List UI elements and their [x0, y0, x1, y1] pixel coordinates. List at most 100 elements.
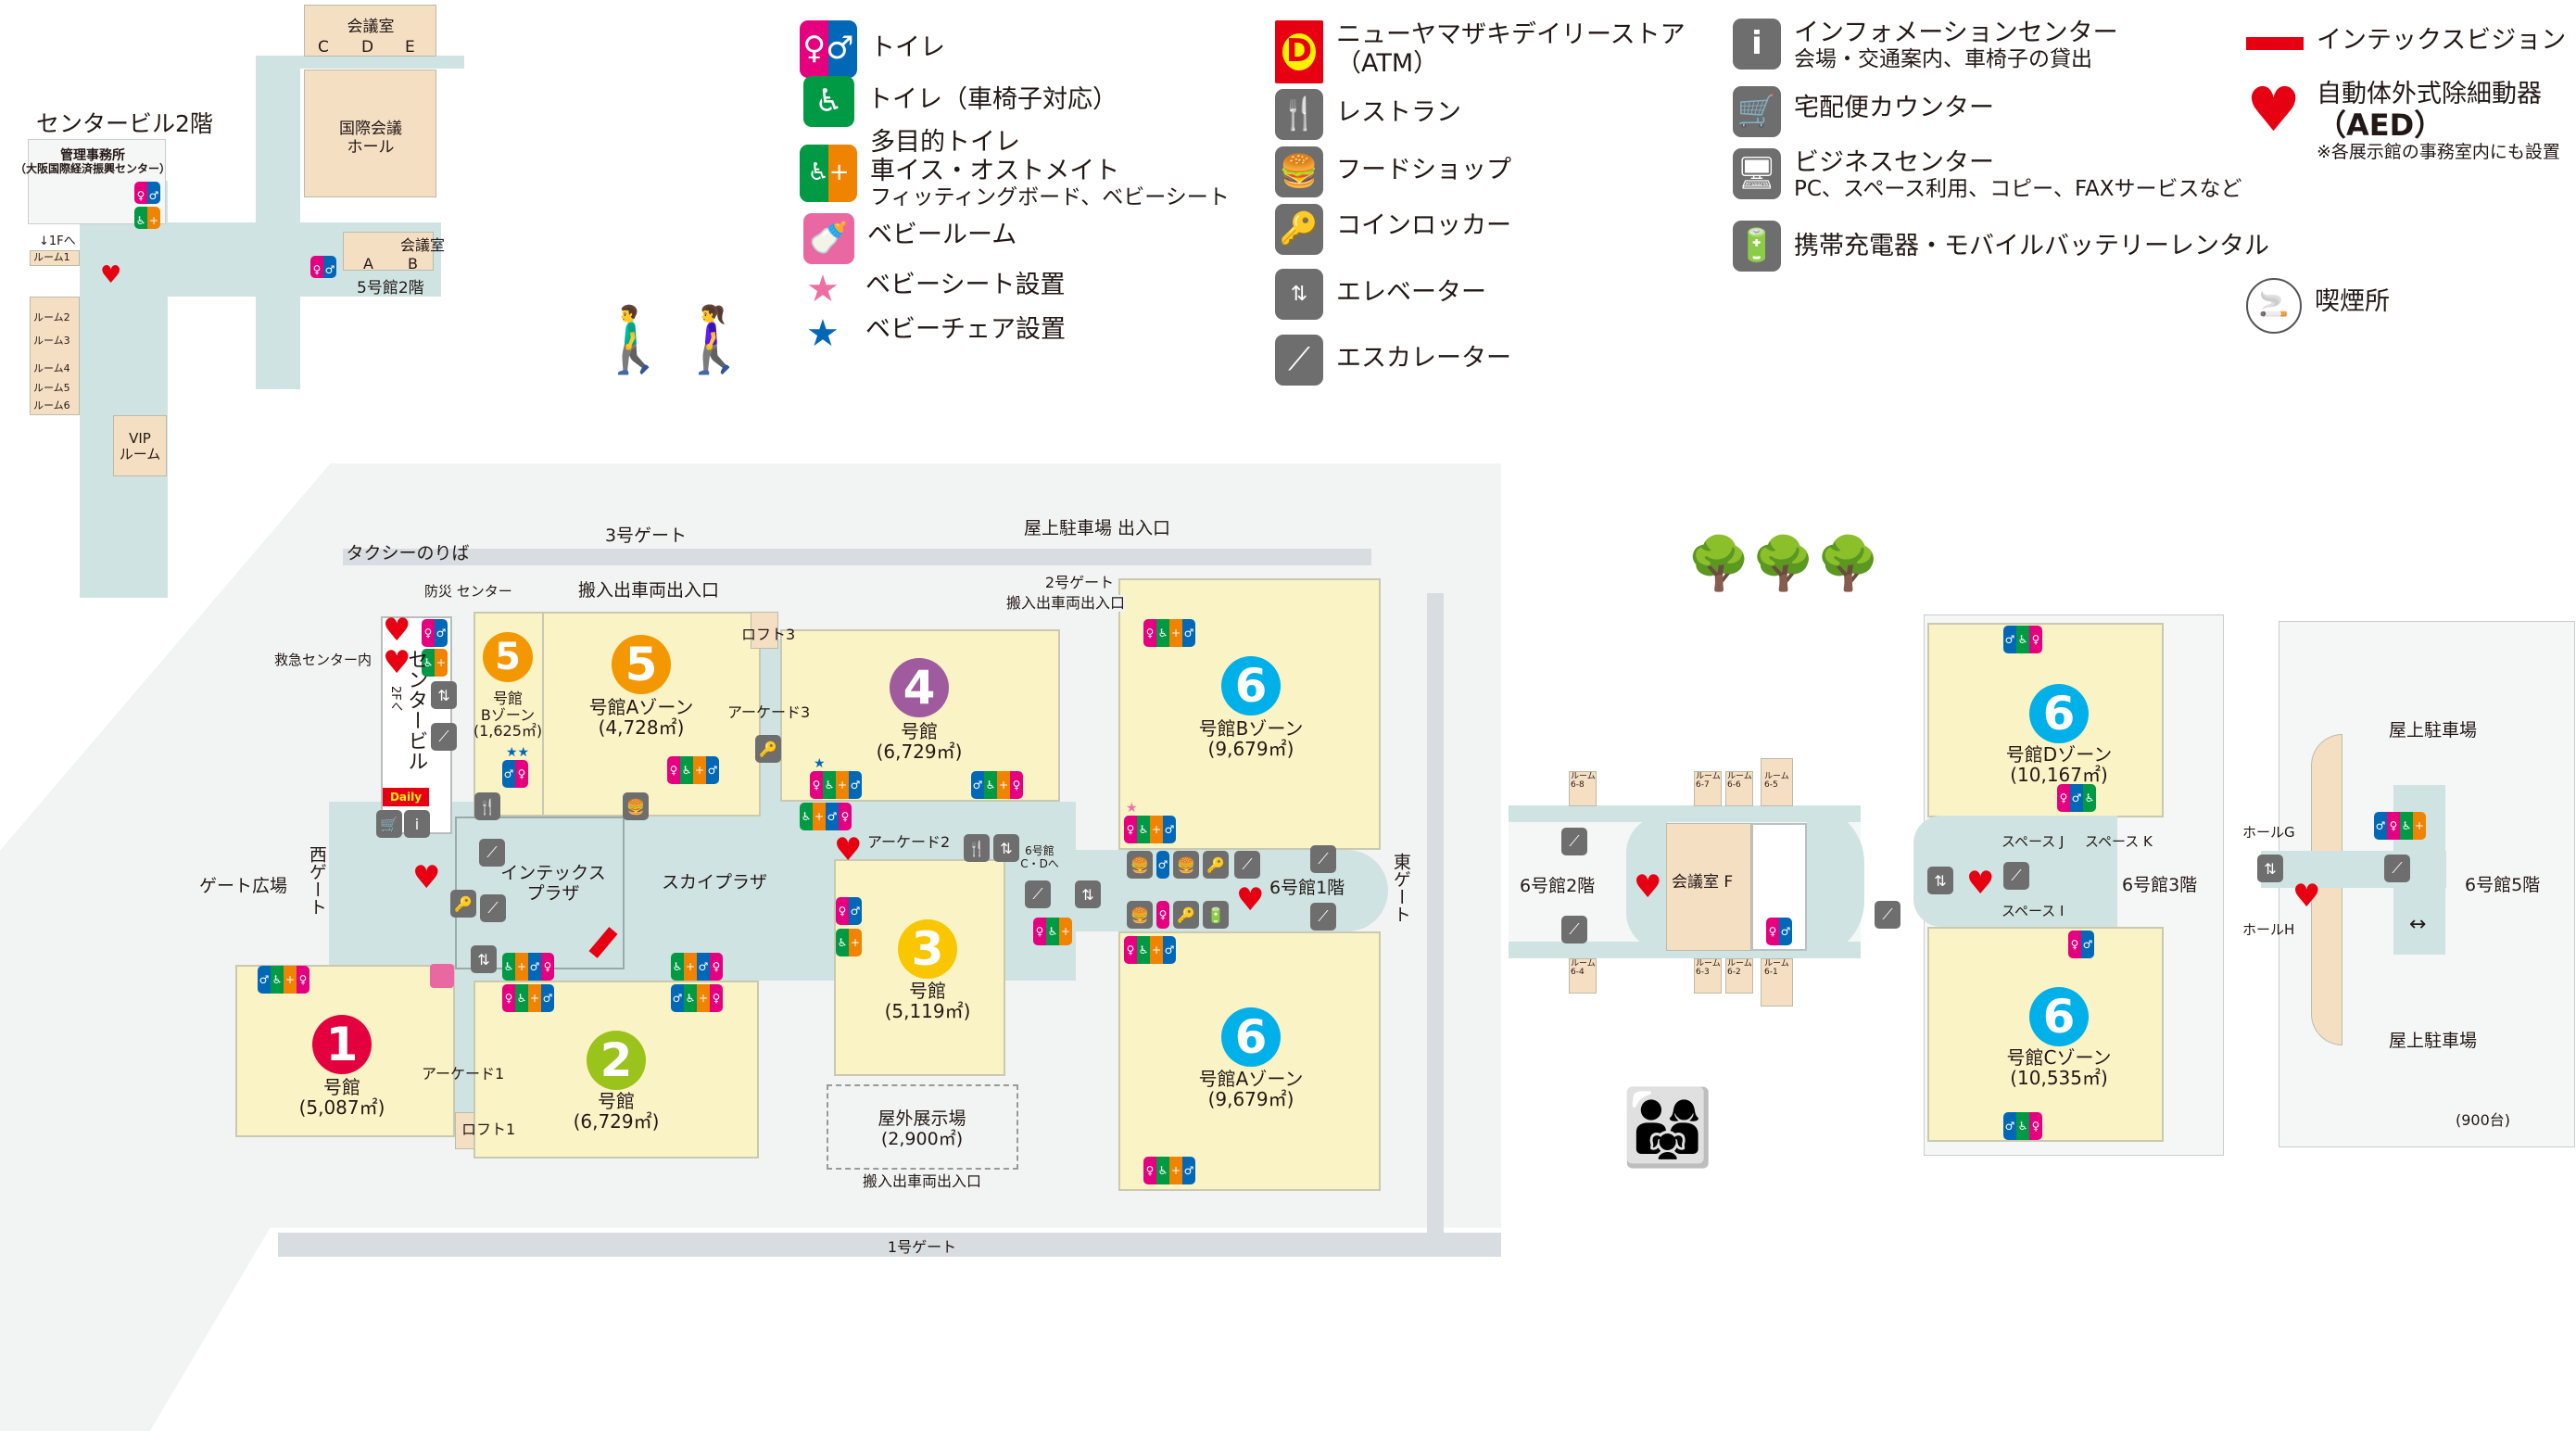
toilet-icon[interactable]: ♀♂: [422, 619, 448, 647]
aed-icon[interactable]: ♥: [383, 644, 411, 681]
toilet-multipurpose-icon[interactable]: ♀♿+: [1033, 918, 1072, 945]
coin-locker-icon[interactable]: 🔑: [755, 735, 781, 763]
multipurpose-toilet-icon[interactable]: ♿+: [836, 929, 862, 956]
toilet-icon[interactable]: ♂♿♀: [2003, 1112, 2042, 1140]
delivery-cart-icon[interactable]: 🛒: [376, 810, 402, 838]
conf-room-b: B: [408, 255, 418, 272]
loft1-label: ロフト1: [461, 1121, 516, 1138]
elevator-icon[interactable]: ⇅: [1927, 867, 1953, 894]
legend-info-line2: 会場・交通案内、車椅子の貸出: [1794, 47, 2092, 72]
aed-icon: ♥: [100, 261, 122, 289]
escalator-icon[interactable]: ⟋: [1310, 903, 1336, 931]
intex-vision-bar-icon: [2246, 37, 2304, 50]
multipurpose-toilet-icon: ♿+: [134, 207, 160, 229]
gate-plaza-label: ゲート広場: [199, 876, 288, 896]
toilet-multipurpose-icon[interactable]: ♿+♂♀: [671, 953, 723, 981]
food-shop-icon[interactable]: 🍔: [1127, 851, 1153, 879]
room-6-2-label: ルーム6-2: [1727, 959, 1752, 978]
toilet-multipurpose-icon[interactable]: ♀♿+♂: [1143, 619, 1195, 647]
hall-1-number: 1: [312, 1015, 372, 1074]
toilet-multipurpose-icon[interactable]: ♀♿+♂: [810, 771, 862, 799]
elevator-icon[interactable]: ⇅: [1075, 880, 1101, 908]
toilet-icon[interactable]: ♀♂: [836, 897, 862, 925]
legend-multi-line1: 多目的トイレ: [870, 128, 1020, 157]
toilet-multipurpose-icon[interactable]: ♀♿+♂: [1124, 816, 1176, 843]
office-name: 管理事務所: [59, 148, 125, 163]
toilet-icon[interactable]: ♂♿♀: [2003, 626, 2042, 653]
info-icon[interactable]: i: [404, 810, 430, 838]
escalator-icon[interactable]: ⟋: [2384, 855, 2410, 882]
daily-store-sign[interactable]: Daily: [383, 788, 429, 806]
baby-chair-star-icon: ★★: [506, 745, 530, 760]
escalator-icon[interactable]: ⟋: [431, 723, 457, 751]
baby-room-icon[interactable]: [430, 964, 454, 988]
escalator-icon[interactable]: ⟋: [1234, 851, 1260, 879]
gate3-label: 3号ゲート: [604, 526, 688, 546]
toilet-multipurpose-icon[interactable]: ♂♿+♀: [258, 966, 309, 994]
vip-line1: VIP: [129, 430, 151, 447]
aed-icon[interactable]: ♥: [834, 831, 863, 868]
toilet-icon[interactable]: ♀♂♿: [2057, 784, 2096, 812]
toilet-icon[interactable]: ♂♀: [502, 760, 528, 788]
aed-icon[interactable]: ♥: [383, 612, 411, 649]
hall-6b-number: 6: [1221, 656, 1281, 716]
food-shop-icon[interactable]: 🍔: [1173, 851, 1199, 879]
hall-3-name: 号館: [909, 980, 946, 1002]
office-label: 管理事務所 （大阪国際経済振興センター）: [15, 148, 170, 176]
elevator-icon[interactable]: ⇅: [431, 681, 457, 709]
conf-room-ab-title: 会議室: [400, 236, 446, 254]
international-conference-hall: [304, 70, 436, 197]
aed-icon[interactable]: ♥: [2292, 878, 2321, 915]
escalator-icon[interactable]: ⟋: [2003, 862, 2029, 890]
hall-6d-name: 号館Dゾーン: [2005, 743, 2113, 766]
aed-icon[interactable]: ♥: [412, 859, 441, 896]
toilet-multipurpose-icon[interactable]: ♀♿+♂: [502, 984, 554, 1012]
elevator-icon[interactable]: ⇅: [471, 945, 497, 973]
legend-business-line1: ビジネスセンター: [1794, 148, 1994, 177]
elevator-icon[interactable]: ⇅: [993, 834, 1019, 862]
toilet-female-icon[interactable]: ♀: [1156, 901, 1169, 929]
toilet-multipurpose-icon[interactable]: ♀♿+♂: [667, 756, 719, 784]
toilet-multipurpose-icon[interactable]: ♿+♂♀: [502, 953, 554, 981]
toilet-multipurpose-icon[interactable]: ♂♀♿+: [2374, 812, 2426, 840]
escalator-icon[interactable]: ⟋: [1561, 828, 1587, 855]
hall-6d-label: 号館Dゾーン (10,167㎡): [2006, 744, 2112, 785]
elevator-icon[interactable]: ⇅: [2257, 855, 2283, 882]
escalator-icon[interactable]: ⟋: [1561, 916, 1587, 943]
toilet-multipurpose-icon[interactable]: ♀♿+♂: [1143, 1157, 1195, 1184]
multipurpose-toilet-icon[interactable]: ♿+: [422, 649, 448, 677]
east-gate-label: 東ゲート: [1390, 853, 1411, 923]
restaurant-icon[interactable]: 🍴: [964, 834, 990, 862]
legend-escalator: ⟋ エスカレーター: [1275, 335, 1511, 386]
toilet-multipurpose-icon[interactable]: ♂♿+♀: [671, 984, 723, 1012]
toilet-male-icon[interactable]: ♂: [1156, 851, 1169, 879]
wheelchair-icon: ♿: [803, 76, 854, 127]
arcade3-corridor: [761, 640, 783, 806]
escalator-icon[interactable]: ⟋: [1875, 901, 1900, 929]
loading-top-label: 搬入出車両出入口: [577, 580, 720, 601]
legend-aed-line1: 自動体外式除細動器: [2317, 80, 2542, 108]
coin-locker-icon[interactable]: 🔑: [1173, 901, 1199, 929]
food-shop-icon[interactable]: 🍔: [623, 792, 649, 820]
hall-g-h: [2311, 734, 2342, 1045]
aed-icon[interactable]: ♥: [1236, 881, 1265, 918]
legend-charger: 🔋 携帯充電器・モバイルバッテリーレンタル: [1733, 221, 2269, 272]
toilet-multipurpose-icon[interactable]: ♂♿+♀: [971, 771, 1023, 799]
toilet-icon[interactable]: ♀♂: [1766, 918, 1792, 945]
food-shop-icon[interactable]: 🍔: [1127, 901, 1153, 929]
escalator-icon[interactable]: ⟋: [1310, 845, 1336, 873]
aed-icon[interactable]: ♥: [1634, 868, 1662, 905]
coin-locker-icon[interactable]: 🔑: [1203, 851, 1229, 879]
escalator-icon[interactable]: ⟋: [479, 839, 505, 867]
toilet-multipurpose-icon[interactable]: ♀♿+♂: [1124, 936, 1176, 964]
toilet-multipurpose-icon[interactable]: ♿+♂♀: [800, 803, 852, 830]
escalator-icon[interactable]: ⟋: [1025, 880, 1051, 908]
coin-locker-icon[interactable]: 🔑: [450, 890, 476, 918]
aed-icon[interactable]: ♥: [1966, 865, 1995, 902]
charger-icon[interactable]: 🔋: [1203, 901, 1229, 929]
escalator-icon[interactable]: ⟋: [480, 894, 506, 922]
family-illustration-icon: 👨‍👩‍👧: [1622, 1084, 1714, 1171]
restaurant-icon[interactable]: 🍴: [474, 792, 500, 820]
room-3-label: ルーム3: [33, 335, 70, 347]
toilet-icon[interactable]: ♀♂: [2068, 931, 2094, 958]
